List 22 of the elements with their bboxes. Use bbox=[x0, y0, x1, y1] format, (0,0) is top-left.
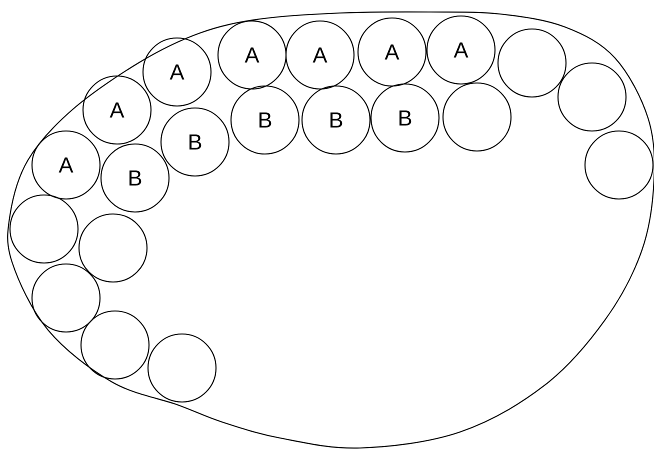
circle-node: A bbox=[82, 75, 152, 145]
circle-node: B bbox=[100, 143, 170, 213]
empty-circle bbox=[80, 310, 150, 380]
empty-circle bbox=[557, 62, 627, 132]
circle-node: B bbox=[160, 107, 230, 177]
empty-circle bbox=[78, 213, 148, 283]
circle-node: A bbox=[426, 15, 496, 85]
circle-node: A bbox=[142, 37, 212, 107]
circle-node: B bbox=[230, 85, 300, 155]
circle-node: B bbox=[301, 85, 371, 155]
oval-outline bbox=[7, 11, 654, 449]
circle-node: A bbox=[217, 20, 287, 90]
circle-node: B bbox=[370, 83, 440, 153]
empty-circle bbox=[497, 28, 567, 98]
empty-circle bbox=[31, 263, 101, 333]
circle-node: A bbox=[357, 17, 427, 87]
circle-node: A bbox=[31, 130, 101, 200]
empty-circle bbox=[584, 130, 654, 200]
empty-circle bbox=[147, 333, 217, 403]
circle-node: A bbox=[285, 20, 355, 90]
empty-circle bbox=[9, 194, 79, 264]
empty-circle bbox=[442, 82, 512, 152]
